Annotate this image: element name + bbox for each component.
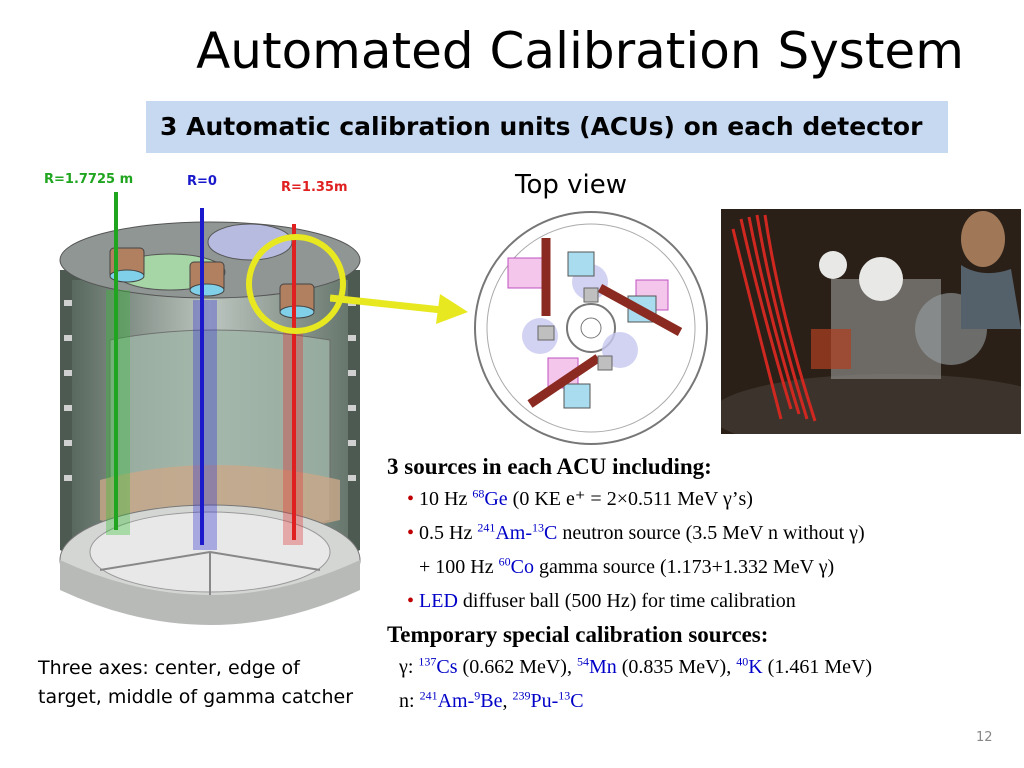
list-item: + 100 Hz 60Co gamma source (1.173+1.332 …	[387, 550, 1017, 584]
page-number: 12	[976, 730, 993, 745]
mass-number: 40	[736, 654, 749, 669]
list-item: • 0.5 Hz 241Am-13C neutron source (3.5 M…	[387, 516, 1017, 550]
bullet-icon: •	[407, 488, 415, 510]
text: neutron source (3.5 MeV n without γ)	[557, 522, 865, 544]
element: Am-	[495, 522, 533, 544]
top-view-diagram	[474, 211, 708, 445]
element: Pu-	[530, 690, 559, 712]
text: ,	[502, 690, 513, 712]
list-item: • LED diffuser ball (500 Hz) for time ca…	[387, 584, 1017, 618]
mass-number: 13	[532, 520, 545, 535]
sources-heading: 3 sources in each ACU including:	[387, 454, 712, 479]
mass-number: 60	[498, 554, 511, 569]
list-item: • 10 Hz 68Ge (0 KE e⁺ = 2×0.511 MeV γ’s)	[387, 482, 1017, 516]
element: C	[544, 522, 558, 544]
element: Co	[510, 556, 534, 578]
detector-cutaway-diagram	[59, 192, 361, 625]
sources-text-block: 3 sources in each ACU including: • 10 Hz…	[387, 452, 1017, 718]
mass-number: 241	[419, 688, 438, 703]
bullet-icon: •	[407, 522, 415, 544]
element: Ge	[484, 488, 508, 510]
list-item: γ: 137Cs (0.662 MeV), 54Mn (0.835 MeV), …	[387, 650, 1017, 684]
text: gamma source (1.173+1.332 MeV γ)	[533, 556, 835, 578]
text: (0.835 MeV),	[616, 656, 737, 678]
element: Mn	[588, 656, 617, 678]
bullet-icon: •	[407, 590, 415, 612]
text: n:	[399, 690, 420, 712]
radius-label-center: R=0	[187, 174, 217, 189]
element: Cs	[436, 656, 458, 678]
mass-number: 9	[474, 688, 481, 703]
radius-label-mid: R=1.35m	[281, 180, 348, 195]
caption-line: target, middle of gamma catcher	[38, 686, 354, 708]
element: LED	[419, 590, 458, 612]
element: Am-	[437, 690, 475, 712]
slide-title: Automated Calibration System	[196, 22, 964, 80]
mass-number: 13	[558, 688, 571, 703]
temporary-sources-heading: Temporary special calibration sources:	[387, 622, 769, 647]
text: 10 Hz	[419, 488, 473, 510]
mass-number: 239	[512, 688, 531, 703]
text: (1.461 MeV)	[762, 656, 873, 678]
slide-subtitle: 3 Automatic calibration units (ACUs) on …	[146, 101, 948, 153]
detector-caption: Three axes: center, edge of target, midd…	[38, 654, 388, 712]
text: (0.662 MeV),	[457, 656, 577, 678]
text: + 100 Hz	[419, 556, 499, 578]
text: 0.5 Hz	[419, 522, 478, 544]
text: γ:	[399, 656, 419, 678]
acu-photo	[721, 209, 1021, 434]
caption-line: Three axes: center, edge of	[38, 657, 300, 679]
pointer-arrow-icon	[330, 294, 468, 324]
mass-number: 68	[472, 486, 485, 501]
radius-label-edge: R=1.7725 m	[44, 172, 134, 187]
element: Be	[480, 690, 503, 712]
mass-number: 137	[418, 654, 437, 669]
text: diffuser ball (500 Hz) for time calibrat…	[457, 590, 796, 612]
mass-number: 241	[477, 520, 496, 535]
list-item: n: 241Am-9Be, 239Pu-13C	[387, 684, 1017, 718]
top-view-label: Top view	[515, 170, 628, 200]
mass-number: 54	[576, 654, 589, 669]
element: K	[748, 656, 763, 678]
element: C	[570, 690, 584, 712]
text: (0 KE e⁺ = 2×0.511 MeV γ’s)	[507, 488, 753, 510]
